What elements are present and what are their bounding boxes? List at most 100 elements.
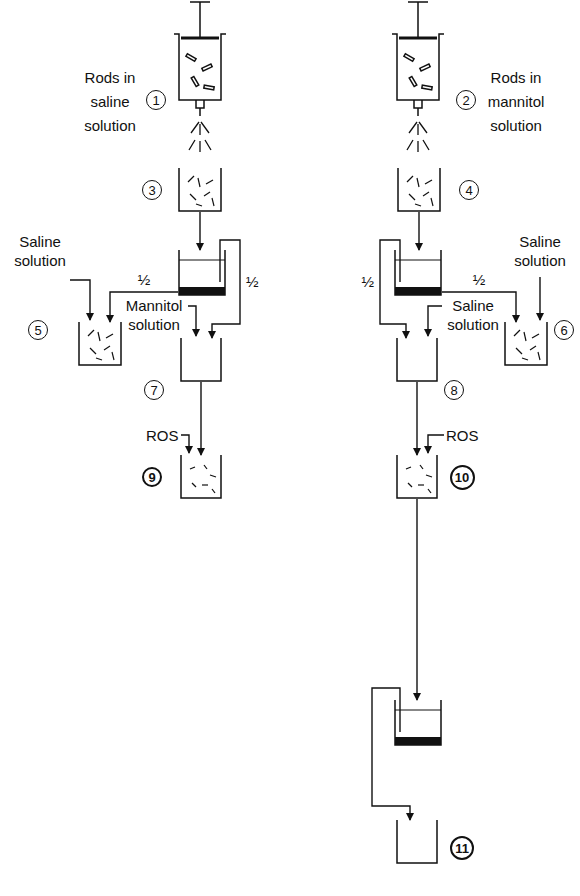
rod-fragment	[212, 489, 215, 493]
beaker: 6	[504, 322, 548, 366]
sample-label: Rods in saline solution	[78, 66, 142, 138]
rod-fragment	[516, 348, 522, 354]
syringe-nozzle	[196, 100, 204, 116]
rod-fragment	[210, 475, 216, 477]
vessel-drawing	[180, 455, 222, 499]
vessel-drawing	[396, 455, 438, 499]
rod-fragment	[90, 348, 96, 354]
callout-number: 6	[554, 320, 574, 340]
rod-fragment	[96, 358, 102, 360]
tube-outline	[397, 820, 437, 863]
inlet-arrows	[70, 277, 540, 453]
beaker: 4	[397, 168, 441, 212]
vessel-drawing	[396, 820, 438, 864]
centrifuge-tube	[178, 250, 226, 296]
rod-fragment	[404, 54, 414, 62]
rod-fragment	[530, 346, 536, 350]
plunger-head	[399, 37, 437, 40]
flow-arrow	[199, 212, 200, 250]
rod-fragment	[522, 358, 528, 360]
flow-arrow	[200, 382, 201, 455]
rod-fragment	[514, 330, 520, 336]
spray-left	[189, 122, 211, 152]
centrifuge-tube	[395, 250, 441, 295]
tube-outline	[181, 338, 221, 381]
rod-fragment	[190, 194, 196, 200]
beaker-outline	[398, 168, 440, 211]
rod-fragment	[202, 64, 212, 71]
tube: 11	[396, 820, 438, 864]
rod-fragment	[420, 465, 423, 469]
inlet-arrow	[188, 306, 196, 336]
flow-arrow	[418, 212, 419, 250]
syringe: 1Rods in saline solution	[178, 0, 222, 118]
vessel-drawing	[397, 168, 441, 212]
centrifuge-tube	[395, 700, 441, 745]
rod-fragment	[428, 489, 431, 493]
rod-fragment	[425, 180, 432, 184]
solution-label: Saline solution	[8, 232, 72, 270]
rod-fragment	[196, 204, 202, 206]
solution-label: Saline solution	[444, 296, 502, 334]
rod-fragment	[426, 475, 432, 477]
solution-label: Mannitol solution	[122, 296, 186, 334]
centrifuge-tube	[394, 700, 442, 746]
rod-fragment	[415, 204, 421, 206]
rod-fragment	[423, 192, 429, 196]
tube: 7	[180, 338, 222, 382]
siphon-tube	[399, 250, 400, 282]
vessel-drawing	[178, 168, 222, 212]
tube: 8	[396, 338, 438, 382]
rod-fragment	[431, 198, 433, 206]
callout-number: 4	[459, 180, 479, 200]
rod-fragment	[191, 76, 199, 86]
callout-number: 5	[28, 320, 48, 340]
inlet-arrow	[428, 306, 442, 336]
rod-fragment	[188, 176, 194, 182]
flow-arrow	[416, 382, 417, 455]
fraction-label: ½	[137, 272, 152, 288]
callout-number: 3	[142, 180, 162, 200]
vessel-drawing	[180, 338, 222, 382]
fraction-label: ½	[360, 274, 375, 290]
rod-fragment	[112, 352, 114, 360]
flow-arrow	[416, 499, 417, 700]
spray-right	[407, 122, 429, 152]
callout-number: 10	[450, 465, 475, 490]
rod-fragment	[409, 194, 415, 200]
callout-number: 7	[144, 380, 164, 400]
rod-fragment	[407, 176, 413, 182]
liquid-level	[395, 710, 441, 711]
beaker: 10	[396, 455, 438, 499]
rod-fragment	[206, 180, 213, 184]
rod-fragment	[422, 85, 432, 90]
rod-fragment	[198, 178, 200, 187]
siphon-tube	[219, 250, 220, 282]
beaker-outline	[505, 322, 547, 365]
beaker: 9	[180, 455, 222, 499]
inlet-arrow	[539, 277, 540, 320]
vessel-drawing	[394, 250, 442, 296]
centrifuge-tube	[179, 250, 225, 295]
inlet-arrow	[428, 435, 444, 453]
syringe-nozzle	[414, 100, 422, 116]
syringe: 2Rods in mannitol solution	[396, 0, 440, 118]
liquid-level	[395, 260, 441, 261]
beaker: 3	[178, 168, 222, 212]
rod-fragment	[192, 483, 196, 487]
plunger-rod	[408, 2, 428, 37]
callout-number: 11	[450, 836, 474, 860]
beaker-outline	[397, 455, 437, 498]
beaker: 5	[78, 322, 122, 366]
vessel-drawing	[396, 338, 438, 382]
plunger-head	[181, 37, 219, 40]
rod-fragment	[532, 334, 539, 338]
inlet-arrow	[70, 280, 90, 320]
callout-number: 2	[456, 90, 476, 110]
flow-arrow	[372, 688, 410, 820]
vessel-drawing	[504, 322, 548, 366]
rod-fragment	[538, 352, 540, 360]
